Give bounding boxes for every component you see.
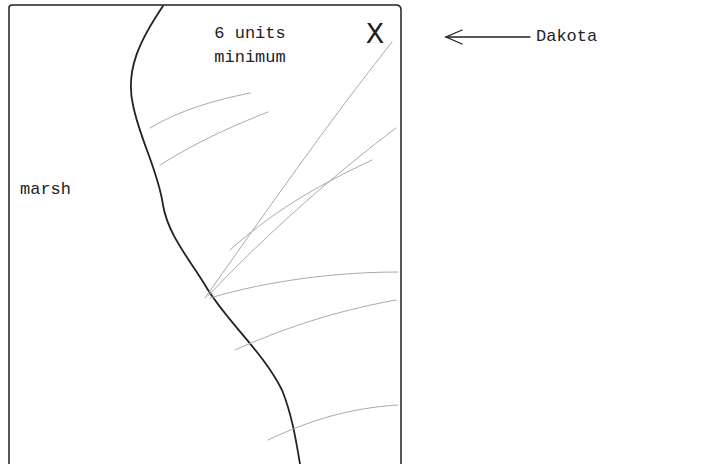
marsh-boundary — [131, 6, 300, 464]
site-mark: X — [366, 18, 396, 52]
pointer-arrow — [446, 30, 530, 44]
place-label: Dakota — [536, 25, 636, 49]
area-note: 6 units minimum — [200, 22, 300, 70]
terrain-lines — [150, 42, 398, 440]
map-frame — [9, 5, 401, 464]
region-label: marsh — [20, 178, 110, 202]
